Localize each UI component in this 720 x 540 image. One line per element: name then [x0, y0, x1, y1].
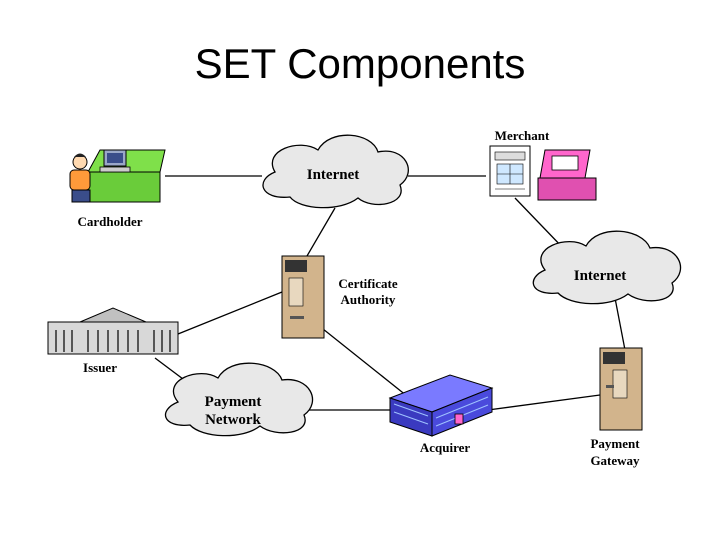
cardholder-label: Cardholder	[78, 214, 143, 229]
internet-right-label: Internet	[574, 268, 627, 284]
merchant-icon	[489, 145, 597, 201]
cardholder-icon	[69, 149, 166, 203]
gateway-label-1: Payment	[590, 436, 640, 451]
slide-title: SET Components	[194, 40, 526, 87]
payment-network-cloud: Payment Network	[164, 362, 314, 437]
payment-network-label-1: Payment	[205, 394, 262, 410]
payment-network-label-2: Network	[205, 412, 261, 428]
ca-label-1: Certificate	[338, 276, 397, 291]
acquirer-building-icon	[388, 374, 494, 437]
internet-cloud-top: Internet	[262, 134, 409, 209]
link-internet-gateway	[614, 297, 626, 351]
issuer-bank-icon	[47, 307, 179, 355]
gateway-label-2: Gateway	[590, 453, 640, 468]
issuer-label: Issuer	[83, 360, 117, 375]
link-internet-ca	[306, 207, 336, 257]
payment-gateway-server	[599, 347, 643, 431]
internet-cloud-right: Internet	[532, 230, 682, 305]
acquirer-label: Acquirer	[420, 440, 471, 455]
merchant-label: Merchant	[495, 128, 550, 143]
certificate-authority-server	[281, 255, 325, 339]
link-acquirer-gateway	[487, 394, 601, 411]
link-ca-acquirer	[317, 324, 413, 401]
link-merchant-internet	[514, 197, 566, 251]
link-ca-issuer	[177, 291, 283, 335]
ca-label-2: Authority	[341, 292, 396, 307]
connection-lines	[154, 175, 626, 411]
internet-top-label: Internet	[307, 167, 360, 183]
